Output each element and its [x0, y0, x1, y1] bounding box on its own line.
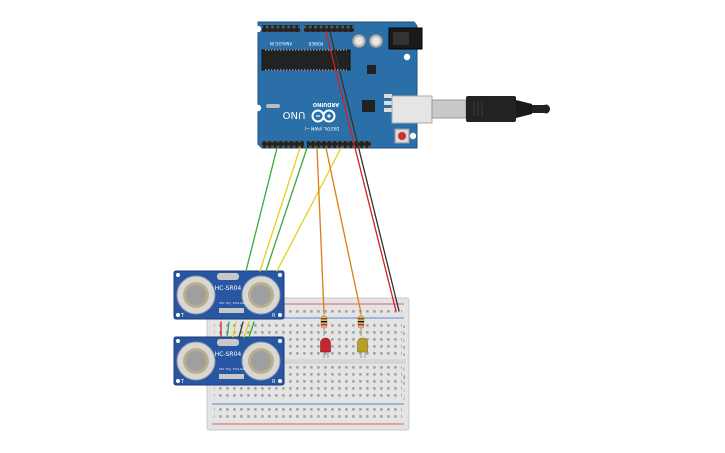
row-letter: c [403, 338, 405, 343]
atmega-chip [261, 49, 351, 71]
led-red[interactable] [320, 337, 331, 358]
row-letter: i [403, 388, 404, 393]
power-rail-bottom[interactable] [214, 408, 402, 420]
crystal [266, 104, 280, 108]
arduino-logo-icon [311, 109, 336, 123]
pin-label-trig: Trig [226, 367, 231, 371]
led-yellow[interactable] [357, 337, 368, 358]
mounting-hole [409, 132, 417, 140]
ultrasonic-sensor-1[interactable]: HC-SR04 T R VCC Trig Echo Gnd [173, 270, 285, 320]
mounting-hole [403, 53, 411, 61]
wire-green[interactable] [265, 147, 308, 272]
wire-red[interactable] [325, 31, 397, 312]
usb-plug-housing [466, 96, 516, 122]
wire-black[interactable] [238, 321, 244, 338]
row-letter: g [403, 374, 406, 379]
wire-orange[interactable] [316, 147, 325, 314]
mounting-hole [254, 25, 262, 33]
row-letter: a [403, 324, 406, 329]
usb-chip [362, 100, 375, 112]
pin-label-echo: Echo [233, 367, 240, 371]
sensor-rx-mark: R [272, 313, 276, 319]
usb-cable-icon[interactable] [431, 96, 550, 122]
usb-cable-end [542, 104, 550, 114]
pin-label-trig: Trig [226, 301, 231, 305]
wire-green[interactable] [226, 321, 230, 338]
resistor-1[interactable] [320, 313, 328, 336]
voltage-regulator [367, 65, 376, 74]
row-letter: j [402, 395, 404, 400]
sensor-tx-mark: T [180, 313, 185, 319]
status-led [384, 101, 392, 105]
digital-pwm-label: DIGITAL (PWM ~) [304, 126, 339, 131]
wire-green[interactable] [245, 147, 278, 272]
wires [220, 31, 400, 338]
wire-orange[interactable] [325, 147, 362, 314]
mounting-hole [254, 104, 262, 112]
usb-plug-metal [431, 99, 467, 119]
sensor-label: HC-SR04 [215, 285, 242, 292]
status-led [384, 94, 392, 98]
crystal-oscillator [217, 339, 239, 346]
sensor-pin-header[interactable] [219, 374, 244, 379]
ultrasonic-sensor-2[interactable]: HC-SR04 T R VCC Trig Echo Gnd [173, 336, 285, 386]
wire-yellow[interactable] [232, 321, 237, 338]
transmitter-transducer [176, 275, 216, 315]
row-letter: b [403, 331, 406, 336]
wire-yellow[interactable] [259, 147, 301, 272]
receiver-transducer [241, 275, 281, 315]
receiver-transducer [241, 341, 281, 381]
power-rail-top[interactable] [214, 306, 402, 316]
sensor-pin-labels: VCC Trig Echo Gnd [219, 301, 246, 305]
sensor-tx-mark: T [180, 379, 185, 385]
breadboard-row-letters: a b c d e f g h i j [402, 324, 405, 400]
row-letter: f [403, 367, 405, 372]
sensor-pin-header[interactable] [219, 308, 244, 313]
wire-green[interactable] [248, 321, 255, 338]
breadboard [206, 297, 410, 431]
row-letter: d [403, 345, 406, 350]
wire-yellow[interactable] [243, 321, 250, 338]
pin-label-gnd: Gnd [240, 301, 246, 305]
crystal-oscillator [217, 273, 239, 280]
sensor-pin-labels: VCC Trig Echo Gnd [219, 367, 246, 371]
status-led [384, 108, 392, 112]
pin-label-vcc: VCC [219, 367, 225, 371]
row-letter: e [403, 352, 406, 357]
sensor-rx-mark: R [272, 379, 276, 385]
analog-in-label: ANALOG IN [270, 41, 292, 46]
power-label: POWER [308, 41, 323, 46]
row-letter: h [403, 381, 406, 386]
pin-label-echo: Echo [233, 301, 240, 305]
sensor-label: HC-SR04 [215, 351, 242, 358]
usb-b-port[interactable] [391, 95, 433, 124]
brand-label: ARDUINO [313, 101, 339, 107]
board-model-label: UNO [283, 109, 306, 120]
pin-label-vcc: VCC [219, 301, 225, 305]
transmitter-transducer [176, 341, 216, 381]
reset-button-cap[interactable] [398, 132, 406, 140]
pin-label-gnd: Gnd [240, 367, 246, 371]
resistor-2[interactable] [357, 313, 365, 336]
center-channel [210, 359, 406, 364]
wire-black[interactable] [329, 31, 400, 312]
